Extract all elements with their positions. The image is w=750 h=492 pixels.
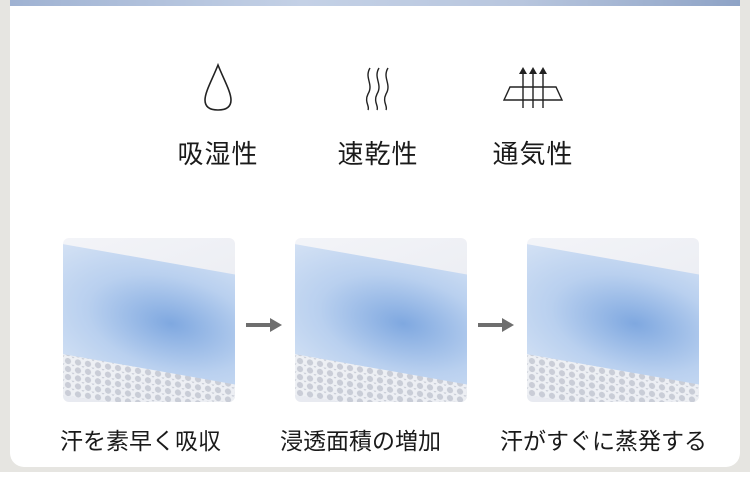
water-drop-icon xyxy=(204,62,232,111)
right-arrow-icon xyxy=(246,318,282,332)
top-accent-bar xyxy=(10,0,740,6)
right-arrow-icon xyxy=(478,318,514,332)
step-caption: 浸透面積の増加 xyxy=(280,429,441,455)
feature-card: 吸湿性 速乾性 通気性 汗を素早く吸収 浸透面積の増加 汗がすぐに蒸発する xyxy=(10,0,740,467)
step-caption: 汗を素早く吸収 xyxy=(60,429,221,455)
step-image-absorb xyxy=(63,238,235,402)
step-image-spread xyxy=(295,238,467,402)
feature-label: 吸湿性 xyxy=(177,140,259,170)
breathable-arrows-icon xyxy=(502,67,564,108)
feature-label: 通気性 xyxy=(492,140,574,170)
steam-waves-icon xyxy=(365,67,389,111)
step-caption: 汗がすぐに蒸発する xyxy=(500,429,707,455)
feature-quick-dry: 速乾性 xyxy=(318,62,438,171)
feature-moisture-absorption: 吸湿性 xyxy=(158,62,278,171)
feature-label: 速乾性 xyxy=(337,140,419,170)
step-image-evaporate xyxy=(527,238,699,402)
feature-breathability: 通気性 xyxy=(473,62,593,171)
